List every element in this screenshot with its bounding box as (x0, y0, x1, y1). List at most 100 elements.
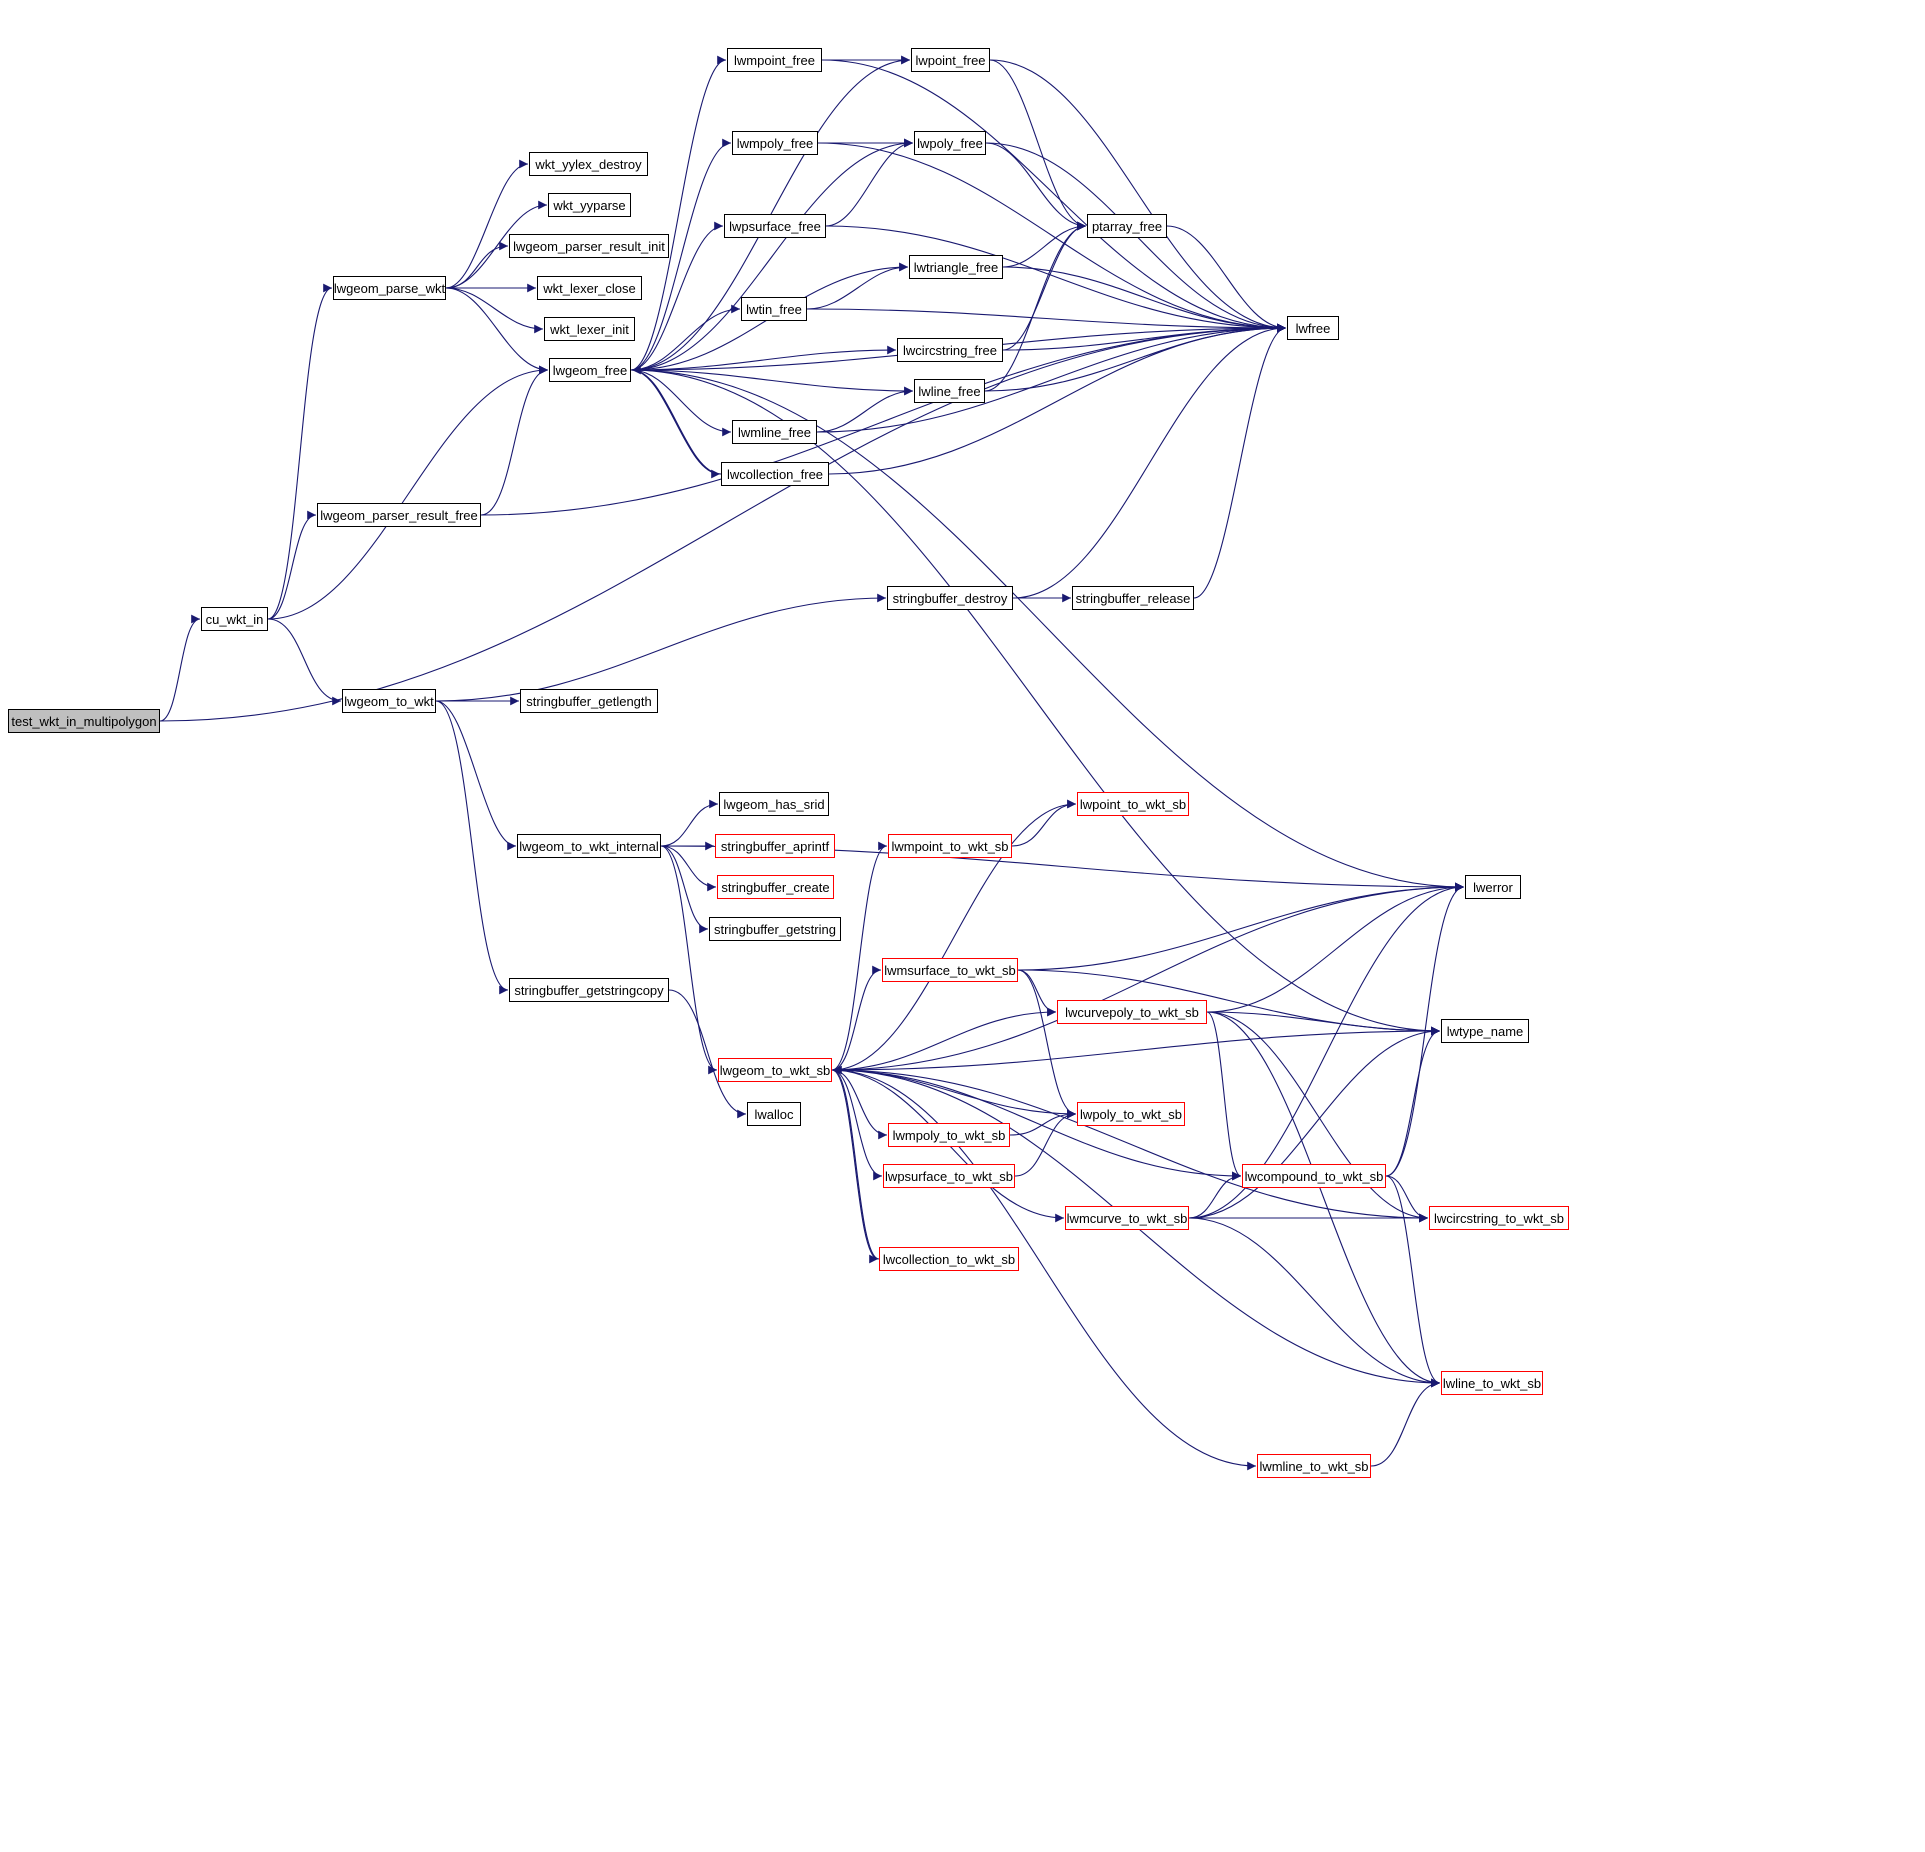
edge-lwgeom_free-lwcollection_free (630, 369, 721, 479)
edge-lwmsurface_to_wkt_sb-lwcurvepoly_to_wkt_sb (1017, 969, 1057, 1017)
node-wkt_yylex_destroy[interactable]: wkt_yylex_destroy (529, 152, 648, 176)
edge-lwpsurface_free-lwpoly_free (825, 138, 914, 227)
node-stringbuffer_release[interactable]: stringbuffer_release (1072, 586, 1194, 610)
node-lwcollection_free[interactable]: lwcollection_free (721, 462, 829, 486)
node-lwmline_to_wkt_sb[interactable]: lwmline_to_wkt_sb (1257, 1454, 1371, 1478)
edge-lwpoly_free-ptarray_free (985, 142, 1087, 231)
edge-lwmpoly_to_wkt_sb-lwpoly_to_wkt_sb (1009, 1109, 1077, 1136)
edge-lwmpoint_free-lwfree (821, 59, 1287, 333)
edge-lwtin_free-lwtriangle_free (806, 262, 909, 310)
edge-lwcurvepoly_to_wkt_sb-lwline_to_wkt_sb (1206, 1011, 1441, 1388)
node-lwline_free[interactable]: lwline_free (914, 379, 985, 403)
node-lwpoint_free[interactable]: lwpoint_free (911, 48, 990, 72)
edge-lwcollection_to_wkt_sb-lwgeom_to_wkt_sb (832, 1065, 880, 1260)
edge-lwmpoint_to_wkt_sb-lwpoint_to_wkt_sb (1011, 799, 1077, 847)
node-lwmpoly_free[interactable]: lwmpoly_free (732, 131, 818, 155)
edge-lwtriangle_free-ptarray_free (1002, 221, 1087, 268)
node-lwtin_free[interactable]: lwtin_free (741, 297, 807, 321)
edge-lwpsurface_to_wkt_sb-lwpoly_to_wkt_sb (1014, 1109, 1077, 1177)
edge-stringbuffer_destroy-lwfree (1012, 323, 1287, 599)
node-lwmsurface_to_wkt_sb[interactable]: lwmsurface_to_wkt_sb (882, 958, 1018, 982)
node-lwgeom_parser_result_free[interactable]: lwgeom_parser_result_free (317, 503, 481, 527)
edge-lwgeom_to_wkt_internal-lwgeom_has_srid (660, 799, 719, 847)
edge-lwgeom_to_wkt_internal-stringbuffer_create (660, 845, 717, 892)
edge-lwpoint_free-lwfree (989, 59, 1287, 333)
node-cu_wkt_in[interactable]: cu_wkt_in (201, 607, 268, 631)
node-lwpoly_free[interactable]: lwpoly_free (914, 131, 986, 155)
edge-cu_wkt_in-lwgeom_to_wkt (267, 618, 342, 706)
edge-lwgeom_to_wkt_sb-lwerror (831, 882, 1465, 1071)
node-lwalloc[interactable]: lwalloc (747, 1102, 801, 1126)
edge-lwgeom_to_wkt_internal-stringbuffer_getstring (660, 845, 709, 934)
node-lwcurvepoly_to_wkt_sb[interactable]: lwcurvepoly_to_wkt_sb (1057, 1000, 1207, 1024)
edge-lwpoint_free-ptarray_free (989, 59, 1087, 231)
edge-lwcurvepoly_to_wkt_sb-lwcompound_to_wkt_sb (1206, 1011, 1242, 1181)
node-lwpoint_to_wkt_sb[interactable]: lwpoint_to_wkt_sb (1077, 792, 1189, 816)
edge-lwgeom_free-lwmline_free (630, 369, 732, 437)
node-lwpsurface_free[interactable]: lwpsurface_free (724, 214, 826, 238)
edge-lwgeom_to_wkt_sb-lwtype_name (831, 1026, 1441, 1071)
node-lwcompound_to_wkt_sb[interactable]: lwcompound_to_wkt_sb (1242, 1164, 1386, 1188)
edge-lwcollection_free-lwfree (828, 323, 1287, 475)
node-test_wkt_in_multipolygon: test_wkt_in_multipolygon (8, 709, 160, 733)
edge-lwmcurve_to_wkt_sb-lwcompound_to_wkt_sb (1188, 1171, 1242, 1219)
edge-lwgeom_to_wkt_sb-lwmline_to_wkt_sb (831, 1069, 1257, 1471)
edge-ptarray_free-lwfree (1166, 225, 1287, 333)
node-lwpsurface_to_wkt_sb[interactable]: lwpsurface_to_wkt_sb (883, 1164, 1015, 1188)
edge-lwgeom_free-lwcircstring_free (630, 345, 897, 371)
edge-lwgeom_to_wkt-stringbuffer_destroy (435, 593, 887, 702)
edge-lwmline_free-lwline_free (816, 386, 914, 433)
edge-lwgeom_free-lwerror (630, 369, 1465, 892)
edge-lwcurvepoly_to_wkt_sb-lwerror (1206, 882, 1465, 1013)
node-lwline_to_wkt_sb[interactable]: lwline_to_wkt_sb (1441, 1371, 1543, 1395)
edge-lwgeom_free-lwpoly_free (630, 138, 914, 371)
node-lwtype_name[interactable]: lwtype_name (1441, 1019, 1529, 1043)
node-lwtriangle_free[interactable]: lwtriangle_free (909, 255, 1003, 279)
node-lwgeom_to_wkt[interactable]: lwgeom_to_wkt (342, 689, 436, 713)
node-stringbuffer_aprintf[interactable]: stringbuffer_aprintf (715, 834, 835, 858)
node-lwgeom_free[interactable]: lwgeom_free (549, 358, 631, 382)
edge-lwgeom_free-lwtin_free (630, 304, 741, 371)
edge-lwmcurve_to_wkt_sb-lwerror (1188, 882, 1465, 1219)
edge-cu_wkt_in-lwgeom_parse_wkt (267, 283, 333, 620)
edge-lwgeom_to_wkt-lwgeom_to_wkt_internal (435, 700, 517, 851)
edge-lwgeom_parse_wkt-lwgeom_free (445, 287, 549, 375)
node-lwfree[interactable]: lwfree (1287, 316, 1339, 340)
node-lwpoly_to_wkt_sb[interactable]: lwpoly_to_wkt_sb (1077, 1102, 1185, 1126)
node-lwgeom_parser_result_init[interactable]: lwgeom_parser_result_init (509, 234, 669, 258)
node-lwcircstring_free[interactable]: lwcircstring_free (897, 338, 1003, 362)
node-stringbuffer_getstringcopy[interactable]: stringbuffer_getstringcopy (509, 978, 669, 1002)
edge-lwline_free-ptarray_free (984, 221, 1087, 392)
edge-cu_wkt_in-lwgeom_free (267, 365, 549, 620)
edge-lwgeom_parser_result_free-lwfree (480, 323, 1287, 516)
edge-lwtin_free-lwfree (806, 308, 1287, 333)
node-stringbuffer_getstring[interactable]: stringbuffer_getstring (709, 917, 841, 941)
node-wkt_lexer_init[interactable]: wkt_lexer_init (544, 317, 635, 341)
edge-lwcompound_to_wkt_sb-lwtype_name (1385, 1026, 1441, 1177)
node-wkt_yyparse[interactable]: wkt_yyparse (548, 193, 631, 217)
edge-lwcollection_free-lwgeom_free (631, 365, 722, 475)
edge-lwgeom_parser_result_free-lwgeom_free (480, 365, 549, 516)
node-lwmpoint_to_wkt_sb[interactable]: lwmpoint_to_wkt_sb (888, 834, 1012, 858)
node-lwmcurve_to_wkt_sb[interactable]: lwmcurve_to_wkt_sb (1065, 1206, 1189, 1230)
node-lwmpoint_free[interactable]: lwmpoint_free (727, 48, 822, 72)
edge-lwgeom_free-lwmpoint_free (630, 55, 727, 371)
node-ptarray_free[interactable]: ptarray_free (1087, 214, 1167, 238)
node-stringbuffer_getlength[interactable]: stringbuffer_getlength (520, 689, 658, 713)
node-lwmline_free[interactable]: lwmline_free (732, 420, 817, 444)
node-lwmpoly_to_wkt_sb[interactable]: lwmpoly_to_wkt_sb (888, 1123, 1010, 1147)
node-lwerror[interactable]: lwerror (1465, 875, 1521, 899)
node-stringbuffer_destroy[interactable]: stringbuffer_destroy (887, 586, 1013, 610)
node-lwcircstring_to_wkt_sb[interactable]: lwcircstring_to_wkt_sb (1429, 1206, 1569, 1230)
node-wkt_lexer_close[interactable]: wkt_lexer_close (537, 276, 642, 300)
edge-stringbuffer_release-lwfree (1193, 323, 1287, 599)
node-lwgeom_parse_wkt[interactable]: lwgeom_parse_wkt (333, 276, 446, 300)
node-lwgeom_to_wkt_sb[interactable]: lwgeom_to_wkt_sb (718, 1058, 832, 1082)
node-stringbuffer_create[interactable]: stringbuffer_create (717, 875, 834, 899)
edge-lwmline_to_wkt_sb-lwline_to_wkt_sb (1370, 1378, 1441, 1467)
node-lwgeom_has_srid[interactable]: lwgeom_has_srid (719, 792, 829, 816)
edge-lwgeom_to_wkt_internal-lwgeom_to_wkt_sb (660, 845, 718, 1075)
node-lwcollection_to_wkt_sb[interactable]: lwcollection_to_wkt_sb (879, 1247, 1019, 1271)
node-lwgeom_to_wkt_internal[interactable]: lwgeom_to_wkt_internal (517, 834, 661, 858)
